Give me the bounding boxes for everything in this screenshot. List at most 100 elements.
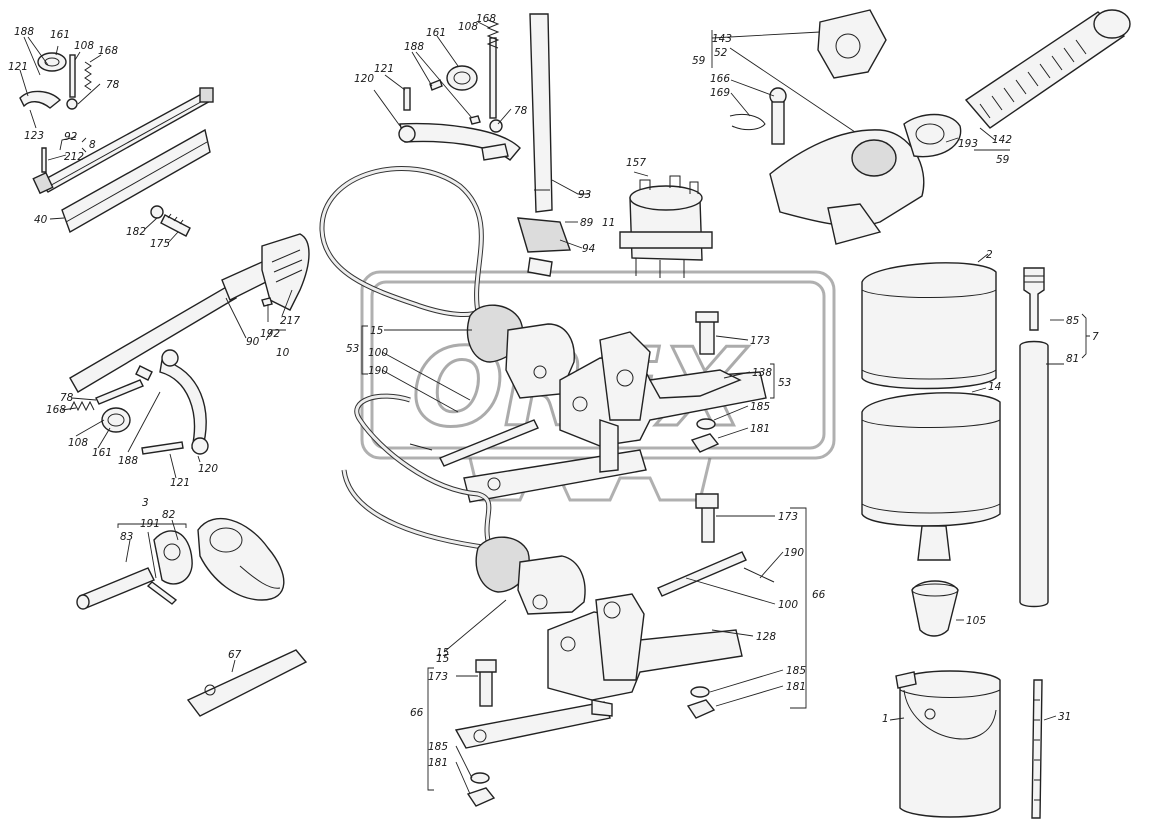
callout-161: 161	[50, 29, 70, 41]
callout-168: 168	[98, 45, 118, 57]
callout-190: 190	[368, 365, 388, 377]
callout-192: 192	[260, 328, 280, 340]
callout-121: 121	[8, 61, 28, 73]
callout-59: 59	[692, 55, 706, 67]
callout-108: 108	[458, 21, 478, 33]
leaders-top-left	[19, 36, 179, 244]
callout-175: 175	[150, 238, 170, 250]
heater-cable-lower	[341, 393, 586, 615]
callout-14: 14	[988, 381, 1001, 393]
callout-66: 66	[812, 589, 826, 601]
callout-108: 108	[68, 437, 88, 449]
hacksaw-group	[19, 52, 214, 237]
callout-100: 100	[368, 347, 388, 359]
heater-body-lower	[454, 493, 775, 807]
callout-123: 123	[24, 130, 44, 142]
callout-120: 120	[354, 73, 374, 85]
callout-168: 168	[46, 404, 66, 416]
callout-188: 188	[404, 41, 424, 53]
heater-body-upper	[409, 311, 767, 503]
ratchet-handle	[69, 233, 310, 393]
leaders-center-upper	[361, 325, 775, 439]
callout-157: 157	[626, 157, 646, 169]
callout-193: 193	[958, 138, 978, 150]
callout-181: 181	[786, 681, 806, 693]
callout-82: 82	[162, 509, 176, 521]
callout-181: 181	[750, 423, 770, 435]
funnel-105	[911, 580, 964, 637]
callout-15-lower: 15	[436, 647, 450, 659]
callout-93: 93	[578, 189, 591, 201]
shackle-group	[76, 518, 285, 610]
callout-94: 94	[582, 243, 595, 255]
callout-78: 78	[60, 392, 74, 404]
callout-40: 40	[34, 214, 48, 226]
callout-217: 217	[280, 315, 300, 327]
key-bar	[517, 13, 590, 277]
callout-85: 85	[1066, 315, 1080, 327]
heater-cable-upper	[319, 166, 575, 399]
callout-81: 81	[1066, 353, 1079, 365]
callout-67: 67	[228, 649, 242, 661]
callout-108: 108	[74, 40, 94, 52]
callout-185: 185	[750, 401, 770, 413]
leaders-top-right	[711, 30, 1010, 151]
callout-188: 188	[14, 26, 34, 38]
callout-173: 173	[778, 511, 798, 523]
callout-169: 169	[710, 87, 730, 99]
callout-188: 188	[118, 455, 138, 467]
callout-8: 8	[89, 139, 96, 151]
wrench-assembly	[729, 9, 1131, 245]
callout-168: 168	[476, 13, 496, 25]
callout-10: 10	[276, 347, 290, 359]
callout-120: 120	[198, 463, 218, 475]
callout-161: 161	[426, 27, 446, 39]
callout-92: 92	[64, 131, 78, 143]
callout-7: 7	[1092, 331, 1099, 343]
callout-83: 83	[120, 531, 133, 543]
callout-121: 121	[170, 477, 190, 489]
brake-clamp-top	[398, 19, 521, 161]
pail-1	[889, 670, 1001, 818]
callout-161: 161	[92, 447, 112, 459]
callout-1: 1	[882, 713, 889, 725]
callout-142: 142	[992, 134, 1012, 146]
callout-185: 185	[786, 665, 806, 677]
dipstick-31	[1031, 679, 1057, 819]
callout-166: 166	[710, 73, 730, 85]
callout-31: 31	[1058, 711, 1071, 723]
callout-191: 191	[140, 518, 160, 530]
callout-90: 90	[246, 336, 260, 348]
callout-100: 100	[778, 599, 798, 611]
container-2	[861, 253, 997, 390]
callout-59: 59	[996, 154, 1010, 166]
callout-173: 173	[428, 671, 448, 683]
callout-3: 3	[142, 497, 149, 509]
callout-105: 105	[966, 615, 986, 627]
callout-15: 15	[436, 653, 450, 665]
callout-185: 185	[428, 741, 448, 753]
callout-2: 2	[986, 249, 993, 261]
callout-labels: 188 161 108 168 121 78 123 92 8 212 40 1…	[8, 13, 1099, 769]
callout-143: 143	[712, 33, 732, 45]
container-14	[861, 387, 1001, 561]
sleeve-157	[619, 171, 713, 278]
callout-78: 78	[514, 105, 528, 117]
tube-85-81	[1019, 267, 1090, 608]
callout-78: 78	[106, 79, 120, 91]
callout-212: 212	[64, 151, 84, 163]
callout-52: 52	[714, 47, 728, 59]
callout-11: 11	[602, 217, 615, 229]
brake-clamp-mid	[61, 349, 209, 479]
callout-53: 53	[778, 377, 791, 389]
callout-128: 128	[756, 631, 776, 643]
callout-121: 121	[374, 63, 394, 75]
callout-190: 190	[784, 547, 804, 559]
leaders-center-lower	[427, 507, 807, 795]
callout-182: 182	[126, 226, 146, 238]
callout-89: 89	[580, 217, 594, 229]
leaders-top-center	[373, 21, 512, 127]
callout-181: 181	[428, 757, 448, 769]
callout-66: 66	[410, 707, 424, 719]
